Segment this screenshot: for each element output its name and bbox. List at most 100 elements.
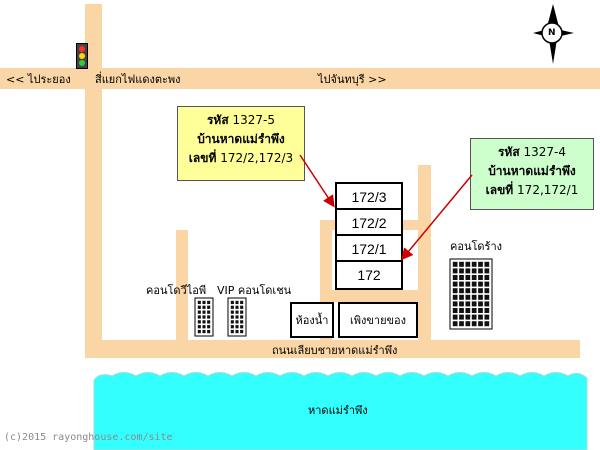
junction-label: สี่แยกไฟแดงตะพง	[95, 73, 181, 86]
window	[197, 300, 201, 305]
window	[459, 261, 464, 267]
window	[197, 310, 201, 314]
window	[471, 294, 477, 300]
window	[471, 301, 477, 307]
window	[459, 288, 464, 294]
watermark-text: (c)2015 rayonghouse.com/site	[4, 432, 173, 443]
window	[240, 300, 244, 305]
window	[452, 301, 458, 307]
window	[478, 314, 483, 320]
window	[478, 261, 483, 267]
window	[465, 321, 471, 327]
info-left-code: 1327-5	[232, 113, 276, 127]
window	[197, 315, 201, 319]
window	[471, 281, 477, 287]
window	[240, 305, 244, 309]
window	[207, 305, 211, 309]
window	[197, 329, 201, 334]
west-direction-label: << ไประยอง	[6, 73, 71, 86]
window	[484, 321, 490, 327]
window	[230, 310, 234, 314]
info-right-name: บ้านหาดแม่รำพึง	[488, 164, 576, 178]
window	[452, 275, 458, 280]
window	[484, 268, 490, 274]
window	[471, 268, 477, 274]
window	[459, 275, 464, 280]
window	[452, 281, 458, 287]
info-right-number-prefix: เลขที่	[485, 183, 514, 197]
window	[459, 281, 464, 287]
beach-road	[85, 340, 580, 358]
window	[459, 314, 464, 320]
unit-172-2: 172/2	[335, 208, 403, 238]
window	[484, 314, 490, 320]
window	[452, 308, 458, 313]
window	[484, 281, 490, 287]
window	[235, 305, 239, 309]
window	[478, 301, 483, 307]
window	[478, 268, 483, 274]
info-right-numbers: 172,172/1	[517, 183, 579, 197]
window	[465, 314, 471, 320]
info-left-numbers: 172/2,172/3	[220, 151, 294, 165]
window	[452, 261, 458, 267]
info-right-prefix: รหัส	[497, 145, 520, 159]
window	[459, 321, 464, 327]
window	[478, 275, 483, 280]
window	[230, 329, 234, 334]
window	[240, 315, 244, 319]
condo-vip-chain-label: VIP คอนโดเชน	[217, 284, 292, 297]
window	[207, 300, 211, 305]
window	[235, 315, 239, 319]
road-segment-lot	[320, 290, 431, 302]
window	[240, 329, 244, 334]
window	[207, 310, 211, 314]
window	[202, 300, 206, 305]
window	[230, 300, 234, 305]
window	[202, 315, 206, 319]
window	[465, 261, 471, 267]
window	[202, 305, 206, 309]
window	[471, 308, 477, 313]
window	[484, 294, 490, 300]
window	[465, 301, 471, 307]
window	[452, 314, 458, 320]
window	[459, 294, 464, 300]
junction-vertical-road	[85, 4, 102, 358]
window	[459, 308, 464, 313]
window	[471, 275, 477, 280]
window	[202, 320, 206, 324]
window	[197, 320, 201, 324]
window	[471, 314, 477, 320]
window	[230, 325, 234, 329]
shop-building: เพิงขายของ	[338, 302, 418, 338]
window	[202, 325, 206, 329]
window	[484, 261, 490, 267]
window	[230, 320, 234, 324]
window	[459, 301, 464, 307]
beach-label: หาดแม่รำพึง	[308, 404, 368, 417]
window	[207, 320, 211, 324]
window	[478, 308, 483, 313]
window	[465, 288, 471, 294]
road-segment-right	[418, 165, 431, 342]
east-direction-label: ไปจันทบุรี >>	[318, 73, 387, 86]
window	[471, 321, 477, 327]
window	[207, 315, 211, 319]
window	[452, 321, 458, 327]
condo-abandoned-label: คอนโดร้าง	[450, 240, 502, 253]
window	[235, 300, 239, 305]
window	[478, 294, 483, 300]
window	[459, 268, 464, 274]
restroom-building: ห้องน้ำ	[290, 302, 334, 338]
window	[202, 329, 206, 334]
road-segment-vip	[176, 230, 188, 342]
info-box-1327-4: รหัส 1327-4 บ้านหาดแม่รำพึง เลขที่ 172,1…	[470, 138, 594, 210]
window	[484, 275, 490, 280]
beach-road-label: ถนนเลียบชายหาดแม่รำพึง	[272, 344, 398, 357]
window	[452, 268, 458, 274]
condo-vip-label: คอนโดวีไอพี	[146, 284, 207, 297]
window	[478, 288, 483, 294]
window	[478, 281, 483, 287]
